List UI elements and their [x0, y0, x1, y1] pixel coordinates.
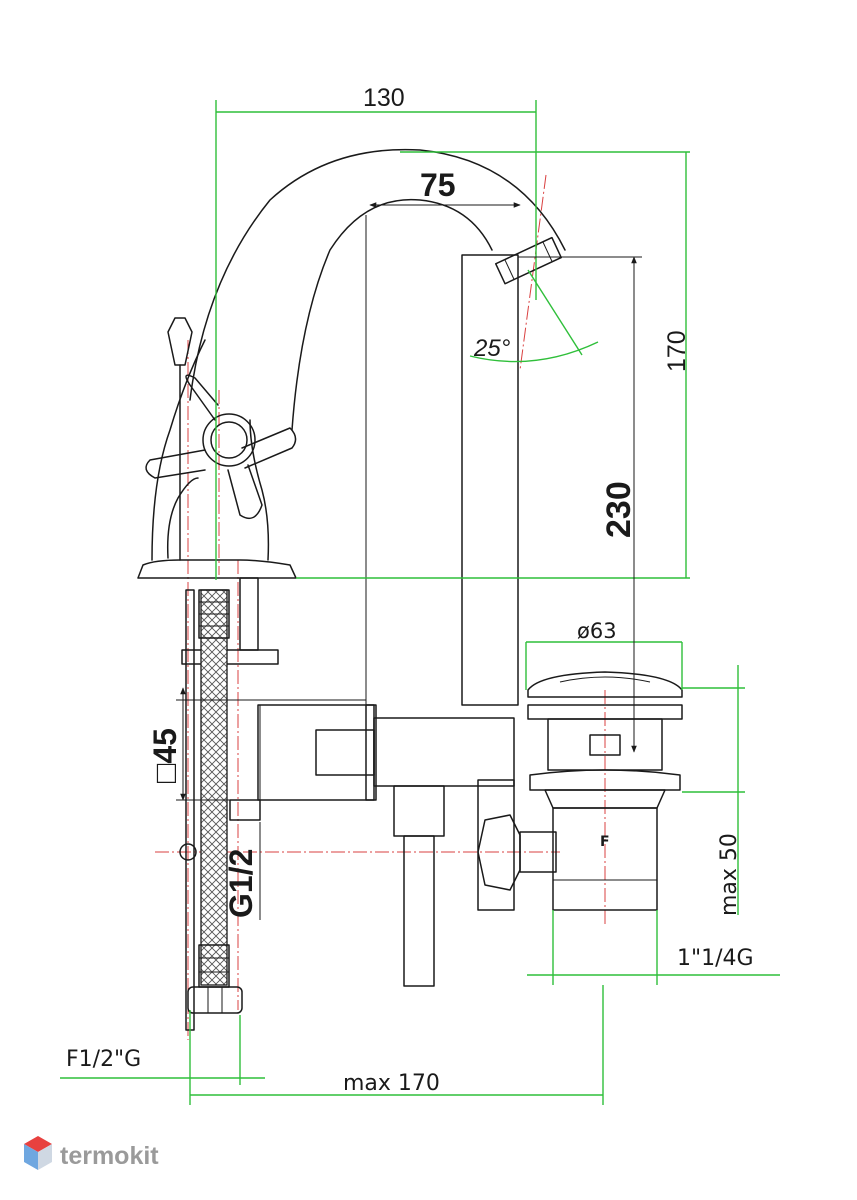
dim-spout-reach: 75	[420, 167, 456, 203]
dim-drain-thread: 1"1/4G	[677, 946, 754, 971]
pop-up-lever	[167, 317, 193, 561]
dim-shank-thread: G1/2	[223, 849, 259, 918]
dim-hose-thread: F1/2"G	[66, 1047, 141, 1072]
brand-logo: termokit	[24, 1136, 159, 1170]
dim-drain-max: max 50	[717, 833, 742, 916]
linkage-nut	[477, 814, 557, 891]
dim-max-spread: max 170	[343, 1071, 440, 1096]
cross-handle	[145, 374, 297, 520]
dim-aerator-angle: 25°	[473, 335, 511, 362]
dim-overall-reach: 130	[363, 84, 405, 112]
dim-base-square: □45	[147, 728, 183, 783]
aerator	[494, 236, 562, 285]
dim-tap-height: 230	[600, 481, 638, 538]
dim-spout-height: 170	[663, 330, 691, 372]
waste-body-mark: F	[600, 834, 610, 850]
flex-hose	[179, 589, 243, 1031]
brand-name: termokit	[60, 1142, 159, 1170]
dim-waste-diameter: ø63	[577, 619, 617, 643]
spout-profile	[365, 215, 519, 706]
dimension-lines	[60, 100, 780, 1105]
tap-body	[137, 148, 566, 579]
dimension-arrows	[176, 202, 642, 920]
mounting	[181, 577, 515, 987]
hexagon-cube-icon	[24, 1136, 52, 1170]
waste-valve: F	[527, 671, 683, 911]
